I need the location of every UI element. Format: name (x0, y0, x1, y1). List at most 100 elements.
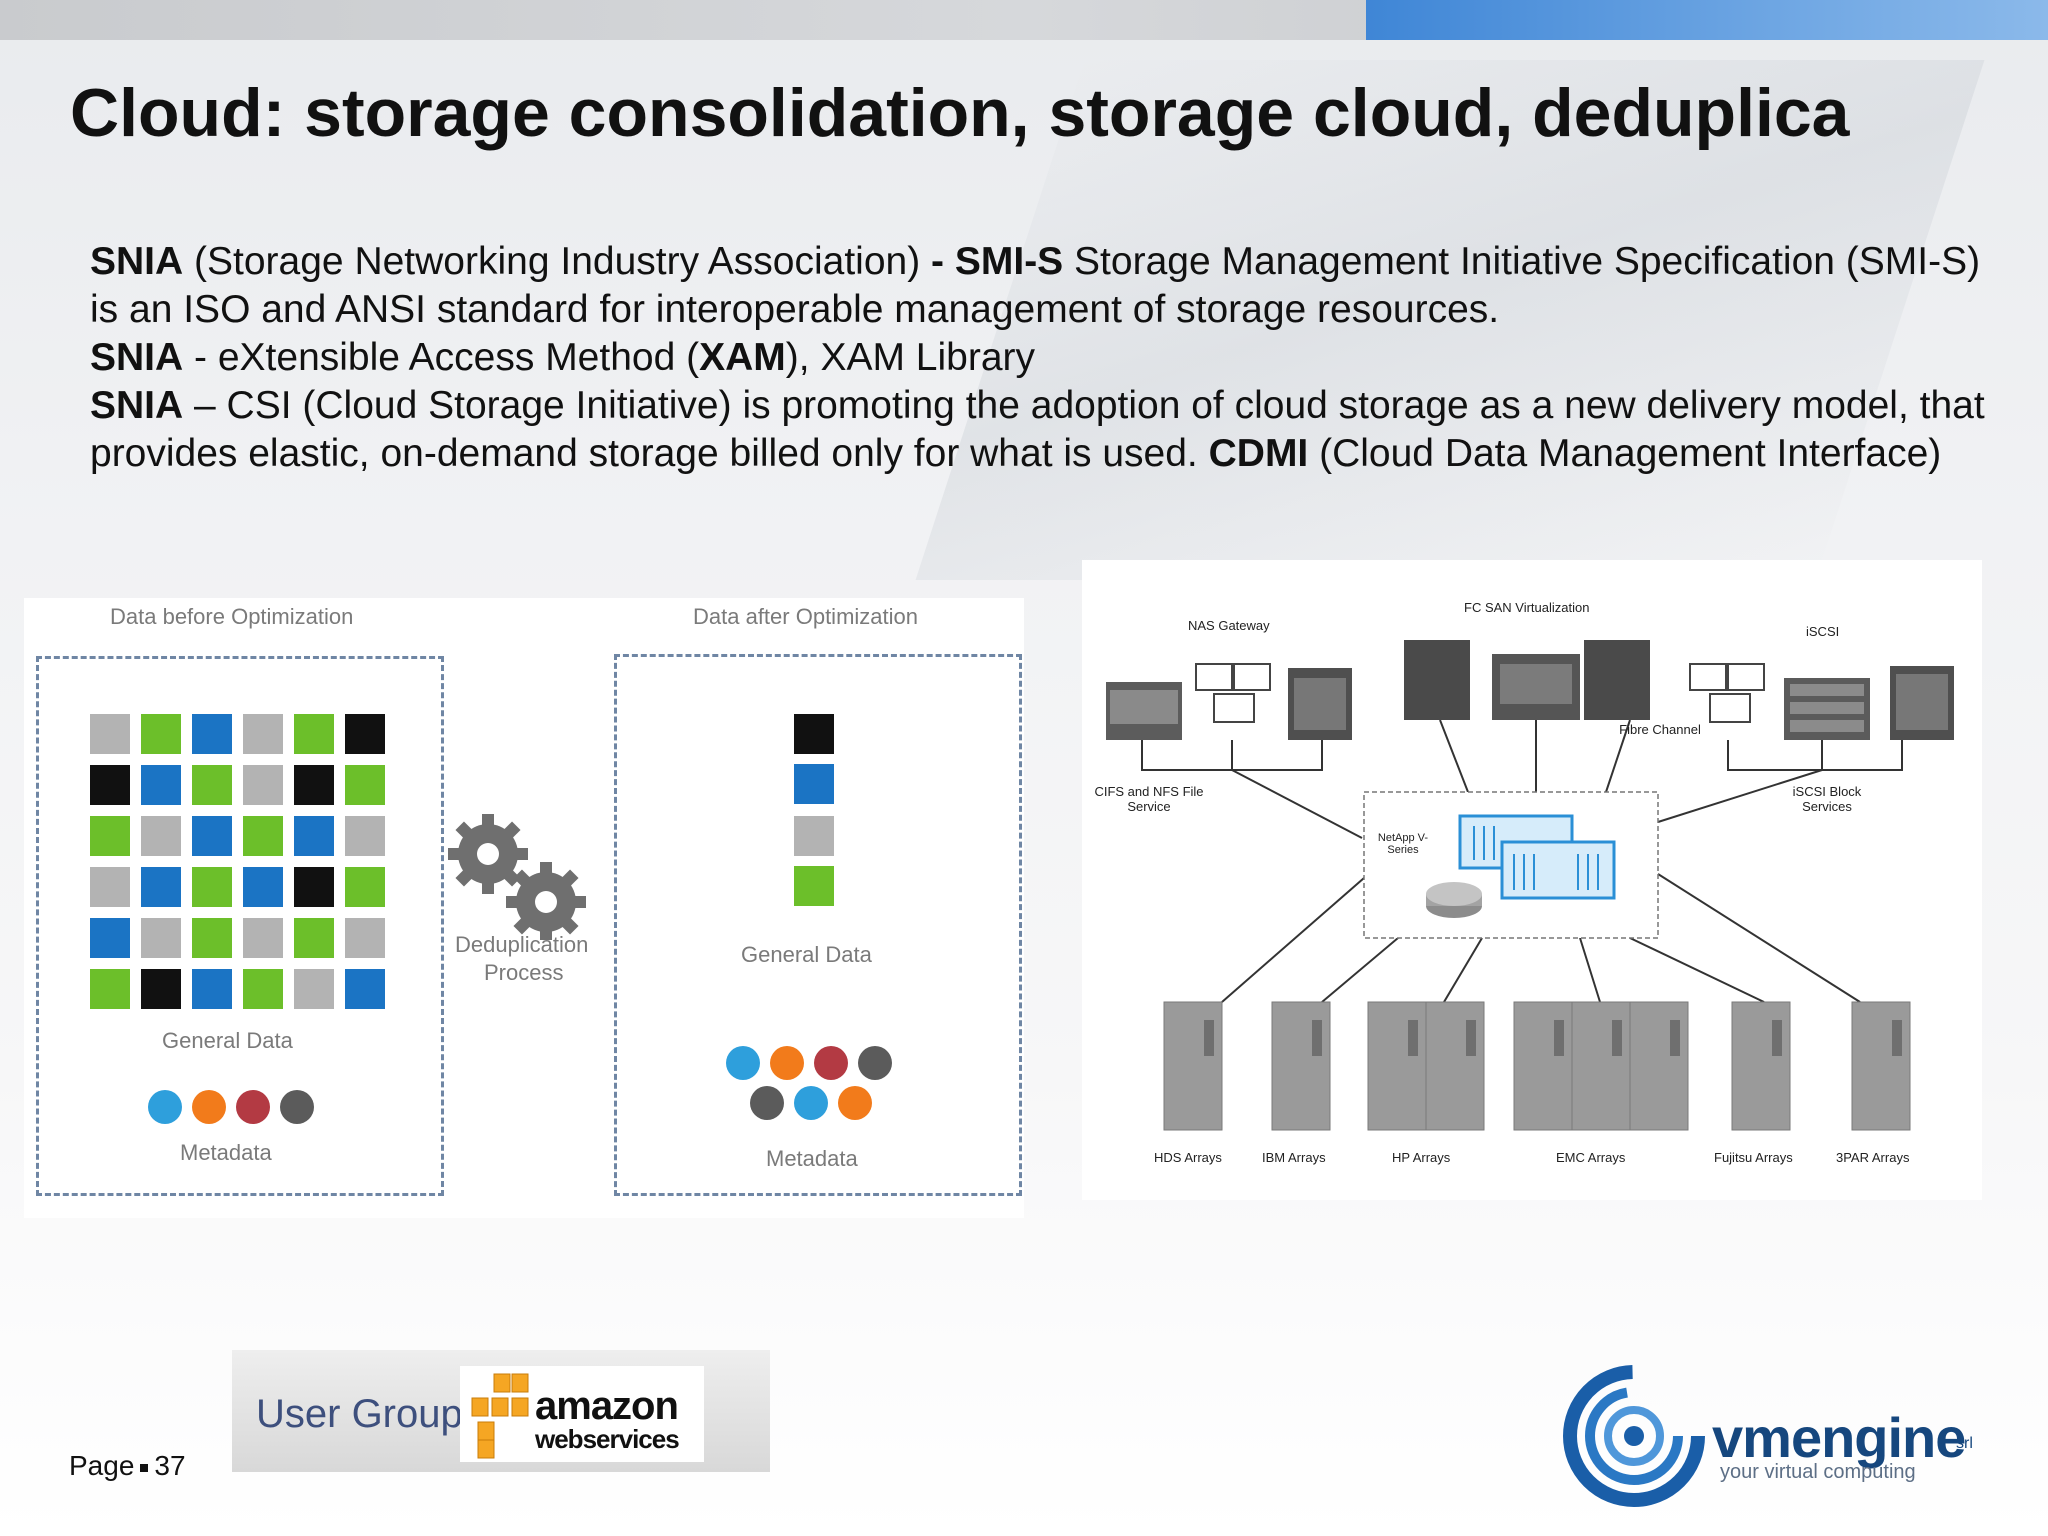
bold-term: CDMI (1208, 432, 1309, 475)
metadata-dot (726, 1046, 760, 1080)
after-general-data: General Data (741, 942, 872, 967)
body-text: SNIA (Storage Networking Industry Associ… (90, 238, 2010, 478)
bold-term: SNIA (90, 240, 184, 283)
amazon-wordmark: amazon (535, 1384, 679, 1428)
data-block (294, 765, 334, 805)
data-block (90, 765, 130, 805)
data-block (141, 765, 181, 805)
data-block (243, 969, 283, 1009)
dedup-figure: Data before Optimization Data after Opti… (24, 598, 1024, 1218)
vmengine-srl: srl (1956, 1435, 1973, 1452)
network-figure: NAS Gateway FC SAN Virtualization iSCSI … (1082, 560, 1982, 1200)
data-block (141, 714, 181, 754)
web-services-wordmark: webservices (535, 1424, 680, 1454)
after-metadata: Metadata (766, 1146, 858, 1171)
bold-term: - SMI-S (931, 240, 1064, 283)
user-groups-text: User Groups (256, 1392, 483, 1436)
array-label: EMC Arrays (1556, 1150, 1626, 1165)
data-block (243, 714, 283, 754)
amazon-web-services-logo: amazon webservices (460, 1366, 704, 1462)
data-block (294, 867, 334, 907)
vmengine-logo-icon (1563, 1365, 1705, 1507)
data-block (294, 969, 334, 1009)
data-block (345, 867, 385, 907)
text-run: Storage Management Initiative Specificat… (90, 240, 1981, 331)
paragraph-smis: SNIA (Storage Networking Industry Associ… (90, 238, 2010, 334)
dedup-process-label-1: Deduplication (455, 932, 589, 957)
page-label: Page (69, 1450, 135, 1481)
dedup-process-label-2: Process (484, 960, 564, 985)
before-box (36, 656, 444, 1196)
data-block (243, 765, 283, 805)
aws-user-groups-banner: User Groups amazon webservices (232, 1350, 770, 1472)
data-block (345, 969, 385, 1009)
before-label: Data before Optimization (110, 604, 354, 629)
unique-block (794, 816, 834, 856)
array-label: HP Arrays (1392, 1150, 1451, 1165)
paragraph-csi: SNIA – CSI (Cloud Storage Initiative) is… (90, 382, 2010, 478)
page-number-value: 37 (154, 1450, 186, 1481)
bold-term: XAM (699, 336, 786, 379)
vmengine-wordmark: vmengine (1712, 1406, 1966, 1469)
text-run: ), XAM Library (785, 336, 1035, 379)
data-block (243, 816, 283, 856)
data-block (294, 714, 334, 754)
data-block (192, 867, 232, 907)
text-run: - eXtensible Access Method ( (183, 336, 700, 379)
data-block (345, 765, 385, 805)
data-block (192, 918, 232, 958)
array-label: HDS Arrays (1154, 1150, 1222, 1165)
gears-icon (448, 814, 586, 940)
data-block (90, 714, 130, 754)
top-bar-accent (1366, 0, 2048, 40)
metadata-dot (858, 1046, 892, 1080)
network-diagram (1106, 640, 1954, 1131)
cifs-nfs-label: CIFS and NFS File Service (1094, 784, 1204, 814)
metadata-dot (794, 1086, 828, 1120)
before-metadata: Metadata (180, 1140, 272, 1165)
metadata-dot (148, 1090, 182, 1124)
data-block (141, 816, 181, 856)
metadata-dot (192, 1090, 226, 1124)
text-run: (Storage Networking Industry Association… (183, 240, 932, 283)
data-block (192, 765, 232, 805)
array-label: 3PAR Arrays (1836, 1150, 1910, 1165)
unique-block (794, 764, 834, 804)
fc-san-label: FC SAN Virtualization (1464, 600, 1590, 615)
text-run: – CSI (Cloud Storage Initiative) is prom… (90, 384, 1985, 475)
data-block (90, 867, 130, 907)
data-block (192, 816, 232, 856)
data-block (90, 816, 130, 856)
vmengine-tagline: your virtual computing (1720, 1461, 1916, 1483)
netapp-label: NetApp V-Series (1377, 832, 1429, 856)
page-number: Page 37 (69, 1450, 186, 1482)
paragraph-xam: SNIA - eXtensible Access Method (XAM), X… (90, 334, 2010, 382)
array-label: Fujitsu Arrays (1714, 1150, 1793, 1165)
data-block (141, 969, 181, 1009)
data-block (243, 918, 283, 958)
data-block (345, 816, 385, 856)
data-block (192, 969, 232, 1009)
nas-gateway-label: NAS Gateway (1188, 618, 1270, 633)
iscsi-block-label: iSCSI Block Services (1792, 784, 1862, 814)
metadata-dot (280, 1090, 314, 1124)
unique-block (794, 714, 834, 754)
data-block (294, 918, 334, 958)
data-block (243, 867, 283, 907)
after-box (614, 654, 1022, 1196)
metadata-dot (236, 1090, 270, 1124)
metadata-dot (750, 1086, 784, 1120)
array-label: IBM Arrays (1262, 1150, 1326, 1165)
after-label: Data after Optimization (693, 604, 918, 629)
data-block (192, 714, 232, 754)
slide-title: Cloud: storage consolidation, storage cl… (70, 75, 1850, 151)
data-block (90, 918, 130, 958)
fibre-channel-label: Fibre Channel (1619, 722, 1701, 737)
metadata-dot (814, 1046, 848, 1080)
iscsi-label: iSCSI (1806, 624, 1840, 639)
text-run: (Cloud Data Management Interface) (1308, 432, 1942, 475)
data-block (294, 816, 334, 856)
data-block (141, 867, 181, 907)
bullet-icon (140, 1463, 149, 1472)
unique-block (794, 866, 834, 906)
